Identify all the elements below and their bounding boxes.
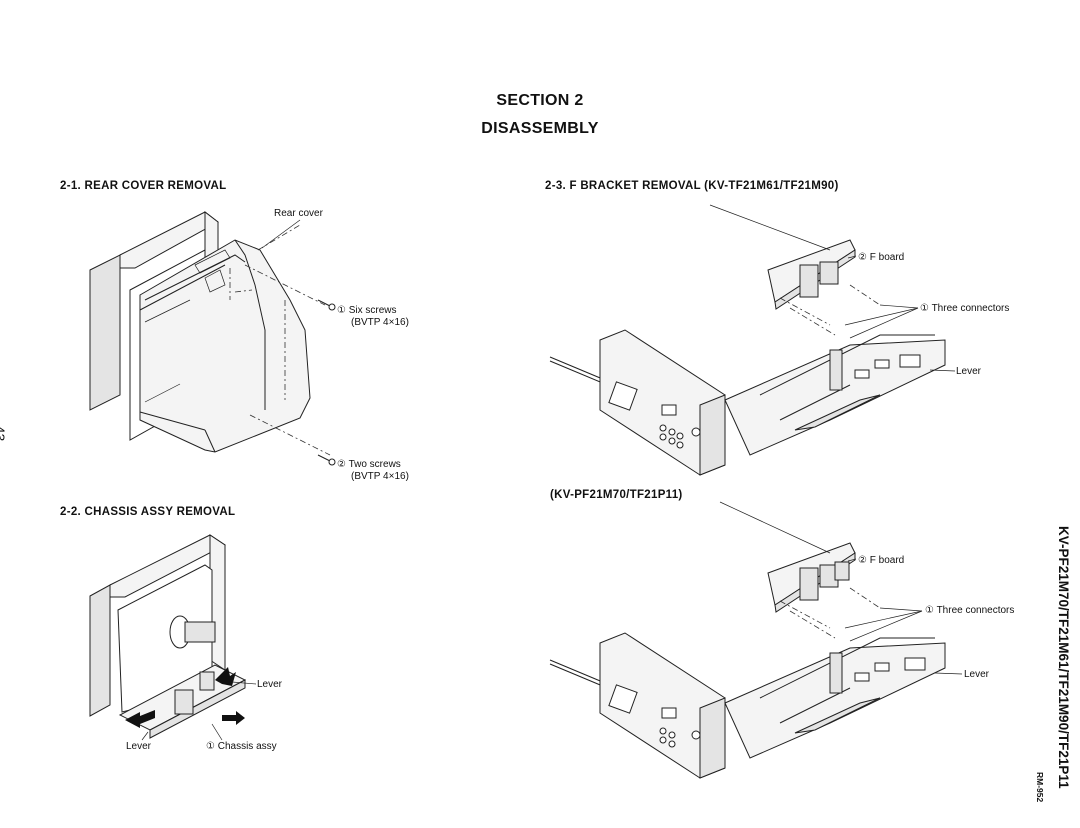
label-chassis-assy: ① Chassis assy bbox=[206, 741, 277, 752]
heading-f-bracket-removal: 2-3. F BRACKET REMOVAL (KV-TF21M61/TF21M… bbox=[545, 180, 839, 192]
arrow-icon bbox=[215, 667, 236, 686]
arrow-icon bbox=[125, 710, 155, 728]
label-lever-right: Lever bbox=[257, 679, 283, 690]
f-bracket-diagram bbox=[549, 204, 956, 476]
label-f-board-2: ② F board bbox=[858, 555, 905, 566]
heading-chassis-assy-removal: 2-2. CHASSIS ASSY REMOVAL bbox=[60, 506, 236, 518]
label-six-screws: ① Six screws bbox=[337, 305, 397, 316]
label-f-board: ② F board bbox=[858, 252, 905, 263]
label-six-screws-spec: (BVTP 4×16) bbox=[351, 317, 409, 328]
screw-icon bbox=[317, 454, 336, 466]
section-title: SECTION 2 bbox=[496, 92, 584, 109]
chassis-assy-diagram bbox=[89, 534, 257, 741]
label-three-connectors: ① Three connectors bbox=[920, 303, 1010, 314]
label-lever-left: Lever bbox=[126, 741, 152, 752]
label-lever: Lever bbox=[956, 366, 982, 377]
heading-rear-cover-removal: 2-1. REAR COVER REMOVAL bbox=[60, 180, 227, 192]
screw-icon bbox=[317, 299, 336, 311]
label-lever-2: Lever bbox=[964, 669, 990, 680]
f-bracket-diagram-2 bbox=[549, 501, 963, 779]
label-rear-cover: Rear cover bbox=[274, 208, 323, 219]
arrow-icon bbox=[222, 711, 245, 725]
label-two-screws: ② Two screws bbox=[337, 459, 401, 470]
rear-cover-diagram bbox=[89, 210, 336, 466]
heading-bracket-models: (KV-PF21M70/TF21P11) bbox=[550, 489, 683, 501]
page-title: DISASSEMBLY bbox=[481, 120, 599, 137]
label-two-screws-spec: (BVTP 4×16) bbox=[351, 471, 409, 482]
label-three-connectors-2: ① Three connectors bbox=[925, 605, 1015, 616]
